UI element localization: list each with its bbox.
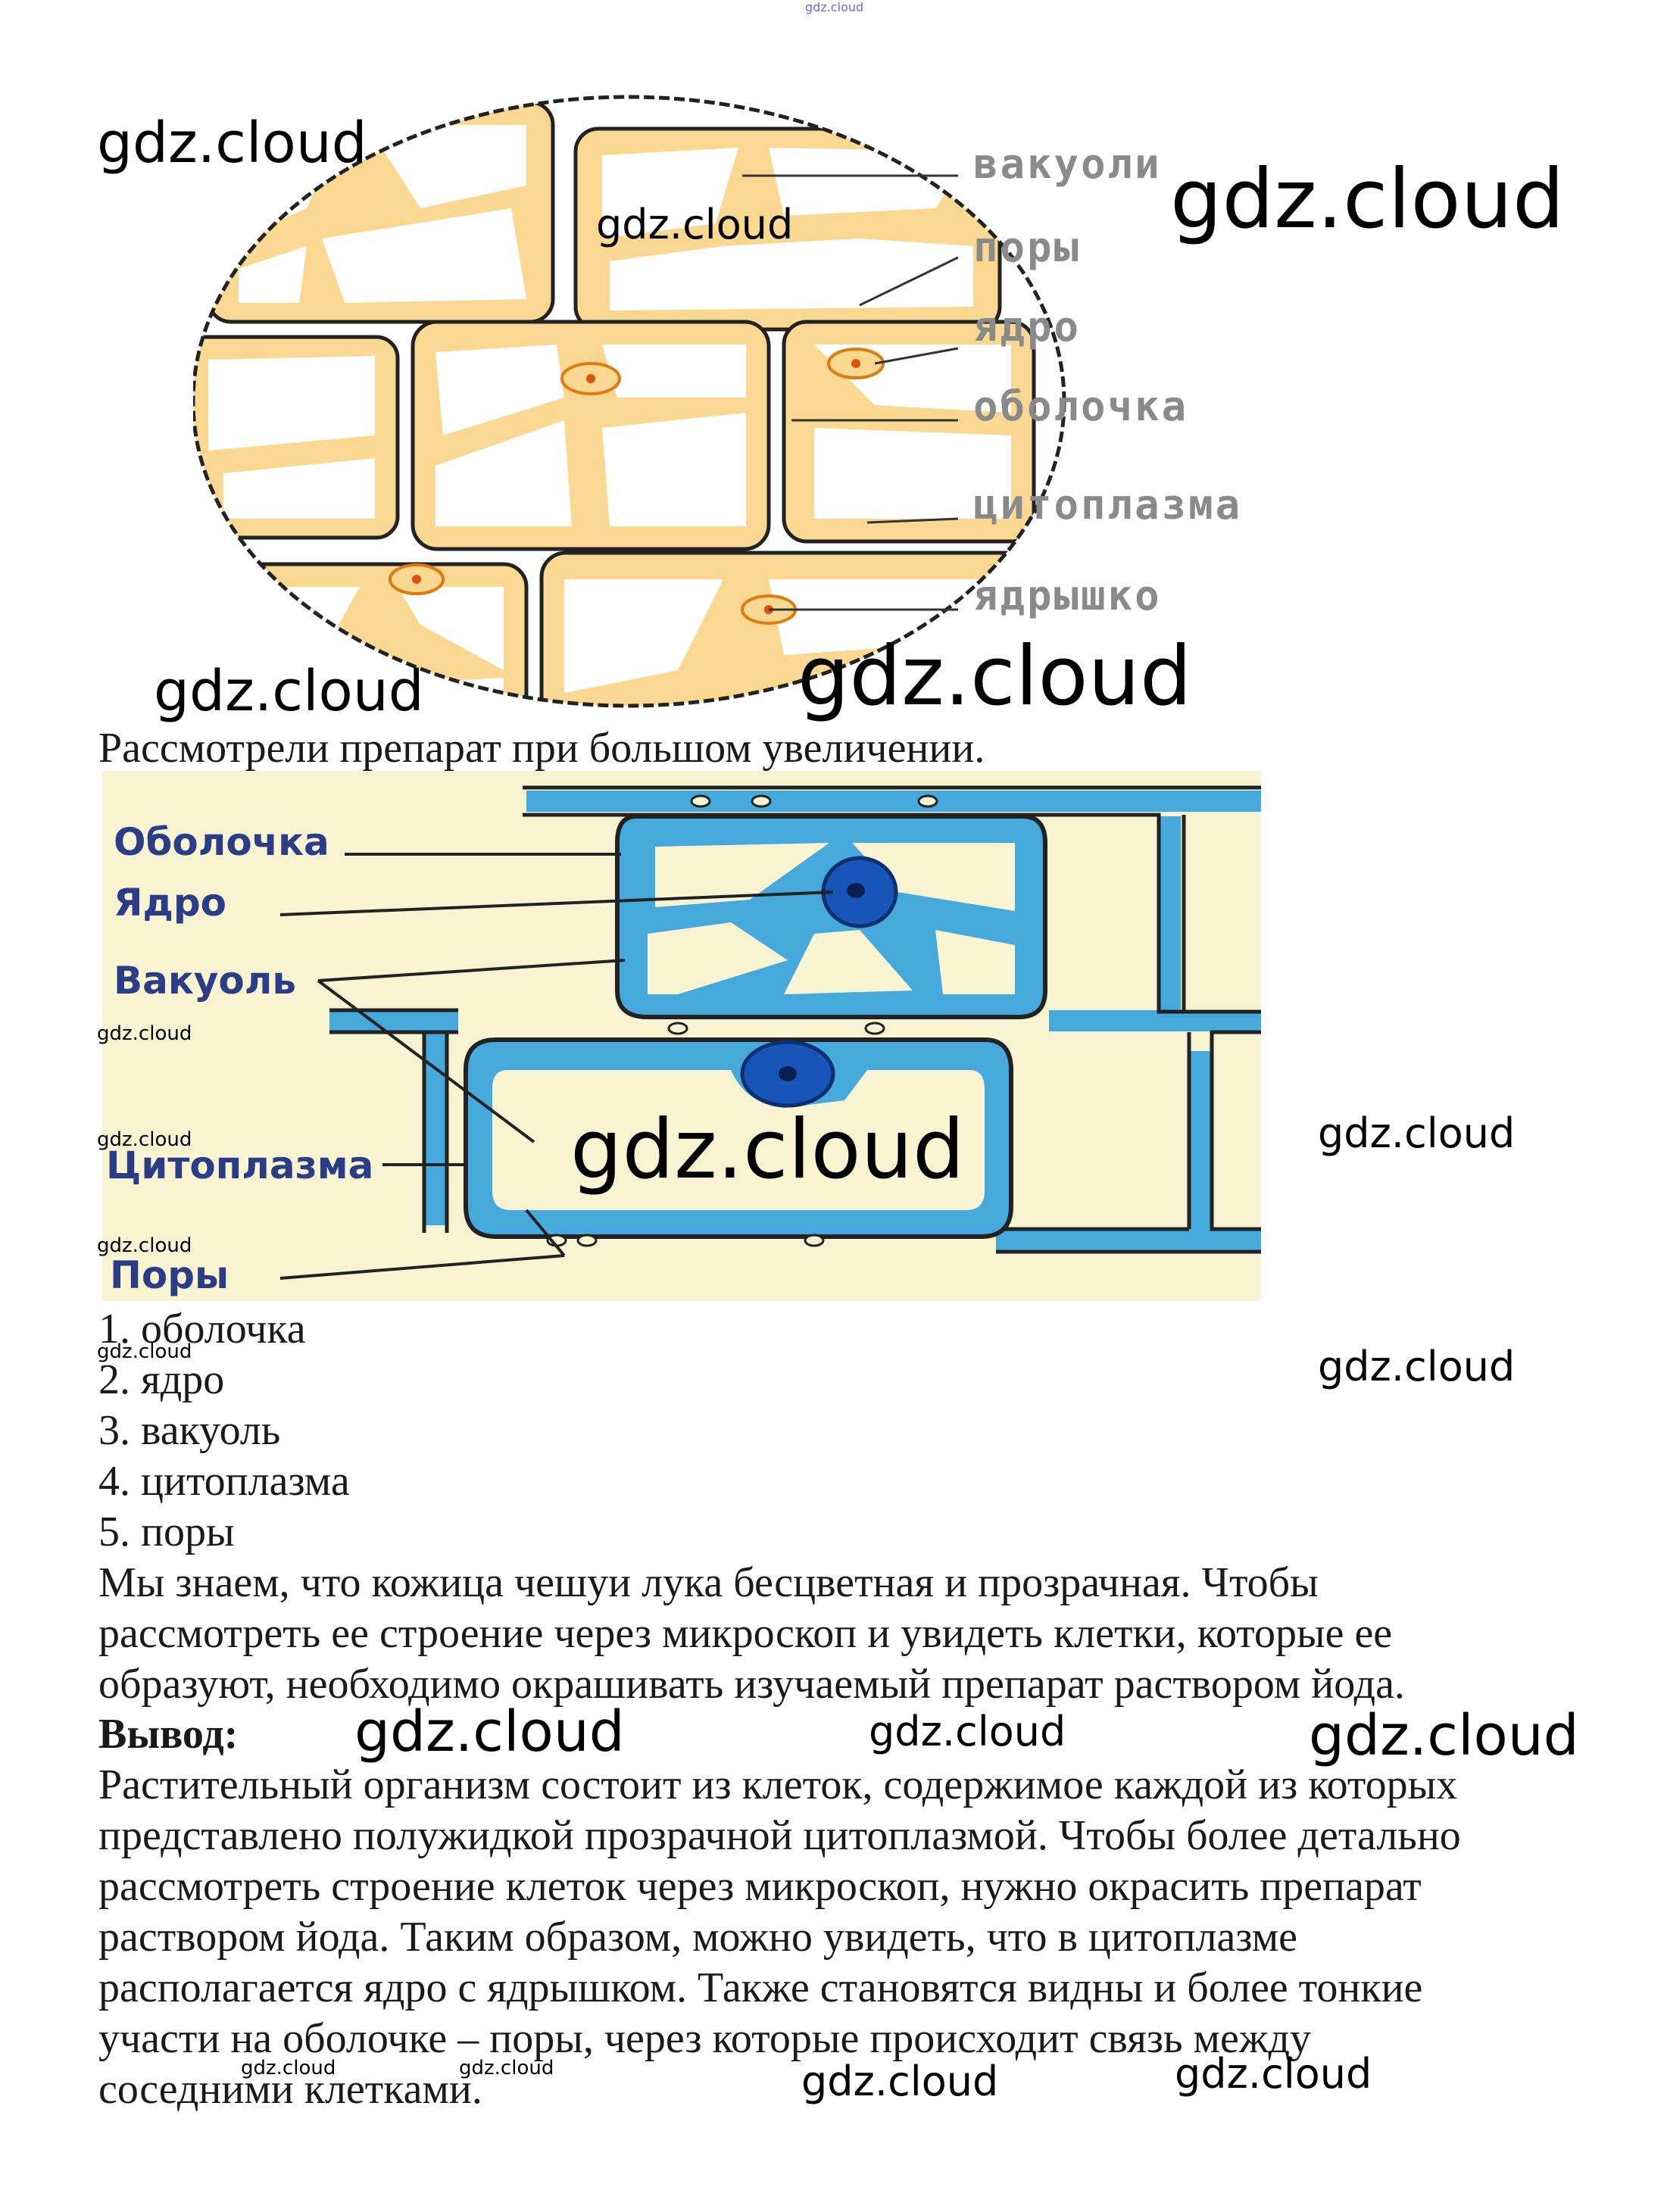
watermark: gdz.cloud bbox=[354, 1699, 625, 1764]
label-membrane-2: Оболочка bbox=[114, 820, 329, 864]
label-vacuoles: вакуоли bbox=[973, 140, 1162, 188]
watermark: gdz.cloud bbox=[805, 0, 864, 14]
paragraph-line: располагается ядро с ядрышком. Также ста… bbox=[98, 1964, 1423, 2011]
label-nucleolus: ядрышко bbox=[973, 572, 1162, 619]
paragraph-line: представлено полужидкой прозрачной цитоп… bbox=[98, 1812, 1461, 1859]
paragraph-line: рассмотреть строение клеток через микрос… bbox=[98, 1863, 1422, 1910]
list-item: 1. оболочка bbox=[98, 1306, 306, 1352]
paragraph-line: участи на оболочке – поры, через которые… bbox=[98, 2015, 1312, 2062]
conclusion-heading: Вывод: bbox=[98, 1711, 239, 1758]
list-item: 5. поры bbox=[98, 1508, 235, 1555]
watermark: gdz.cloud bbox=[1170, 152, 1565, 247]
list-item: 4. цитоплазма bbox=[98, 1458, 350, 1505]
label-cytoplasm: цитоплазма bbox=[973, 481, 1243, 529]
watermark: gdz.cloud bbox=[1318, 1109, 1516, 1157]
list-item: 3. вакуоль bbox=[98, 1407, 281, 1454]
paragraph-line: Мы знаем, что кожица чешуи лука бесцветн… bbox=[98, 1559, 1319, 1606]
watermark: gdz.cloud bbox=[459, 2057, 554, 2079]
figure-onion-cells-high bbox=[102, 771, 1261, 1301]
watermark: gdz.cloud bbox=[1309, 1703, 1579, 1768]
watermark: gdz.cloud bbox=[1175, 2050, 1372, 2098]
watermark: gdz.cloud bbox=[801, 2058, 999, 2105]
watermark: gdz.cloud bbox=[596, 201, 794, 248]
paragraph-line: Растительный организм состоит из клеток,… bbox=[98, 1761, 1458, 1808]
paragraph-line: раствором йода. Таким образом, можно уви… bbox=[98, 1914, 1297, 1961]
watermark: gdz.cloud bbox=[570, 1103, 965, 1197]
paragraph-line: соседними клетками. bbox=[98, 2066, 482, 2113]
watermark: gdz.cloud bbox=[97, 1234, 192, 1257]
figure-caption: Рассмотрели препарат при большом увеличе… bbox=[98, 725, 985, 772]
watermark: gdz.cloud bbox=[97, 1022, 192, 1045]
list-item: 2. ядро bbox=[98, 1356, 225, 1403]
label-vacuole-2: Вакуоль bbox=[114, 959, 296, 1003]
watermark: gdz.cloud bbox=[241, 2057, 336, 2079]
paragraph-line: рассмотреть ее строение через микроскоп … bbox=[98, 1610, 1393, 1657]
watermark: gdz.cloud bbox=[97, 1128, 192, 1151]
watermark: gdz.cloud bbox=[869, 1708, 1066, 1755]
watermark: gdz.cloud bbox=[1318, 1343, 1516, 1390]
watermark: gdz.cloud bbox=[798, 629, 1192, 724]
figure-onion-cells-low bbox=[193, 95, 1066, 708]
label-membrane: оболочка bbox=[973, 382, 1189, 430]
label-pores: поры bbox=[973, 223, 1082, 271]
watermark: gdz.cloud bbox=[97, 111, 367, 176]
watermark: gdz.cloud bbox=[97, 1340, 192, 1363]
watermark: gdz.cloud bbox=[154, 659, 424, 724]
label-cytoplasm-2: Цитоплазма bbox=[106, 1143, 374, 1187]
label-nucleus-2: Ядро bbox=[114, 881, 227, 925]
label-pores-2: Поры bbox=[110, 1253, 229, 1297]
paragraph-line: образуют, необходимо окрашивать изучаемы… bbox=[98, 1661, 1405, 1708]
label-nucleus: ядро bbox=[973, 303, 1082, 351]
